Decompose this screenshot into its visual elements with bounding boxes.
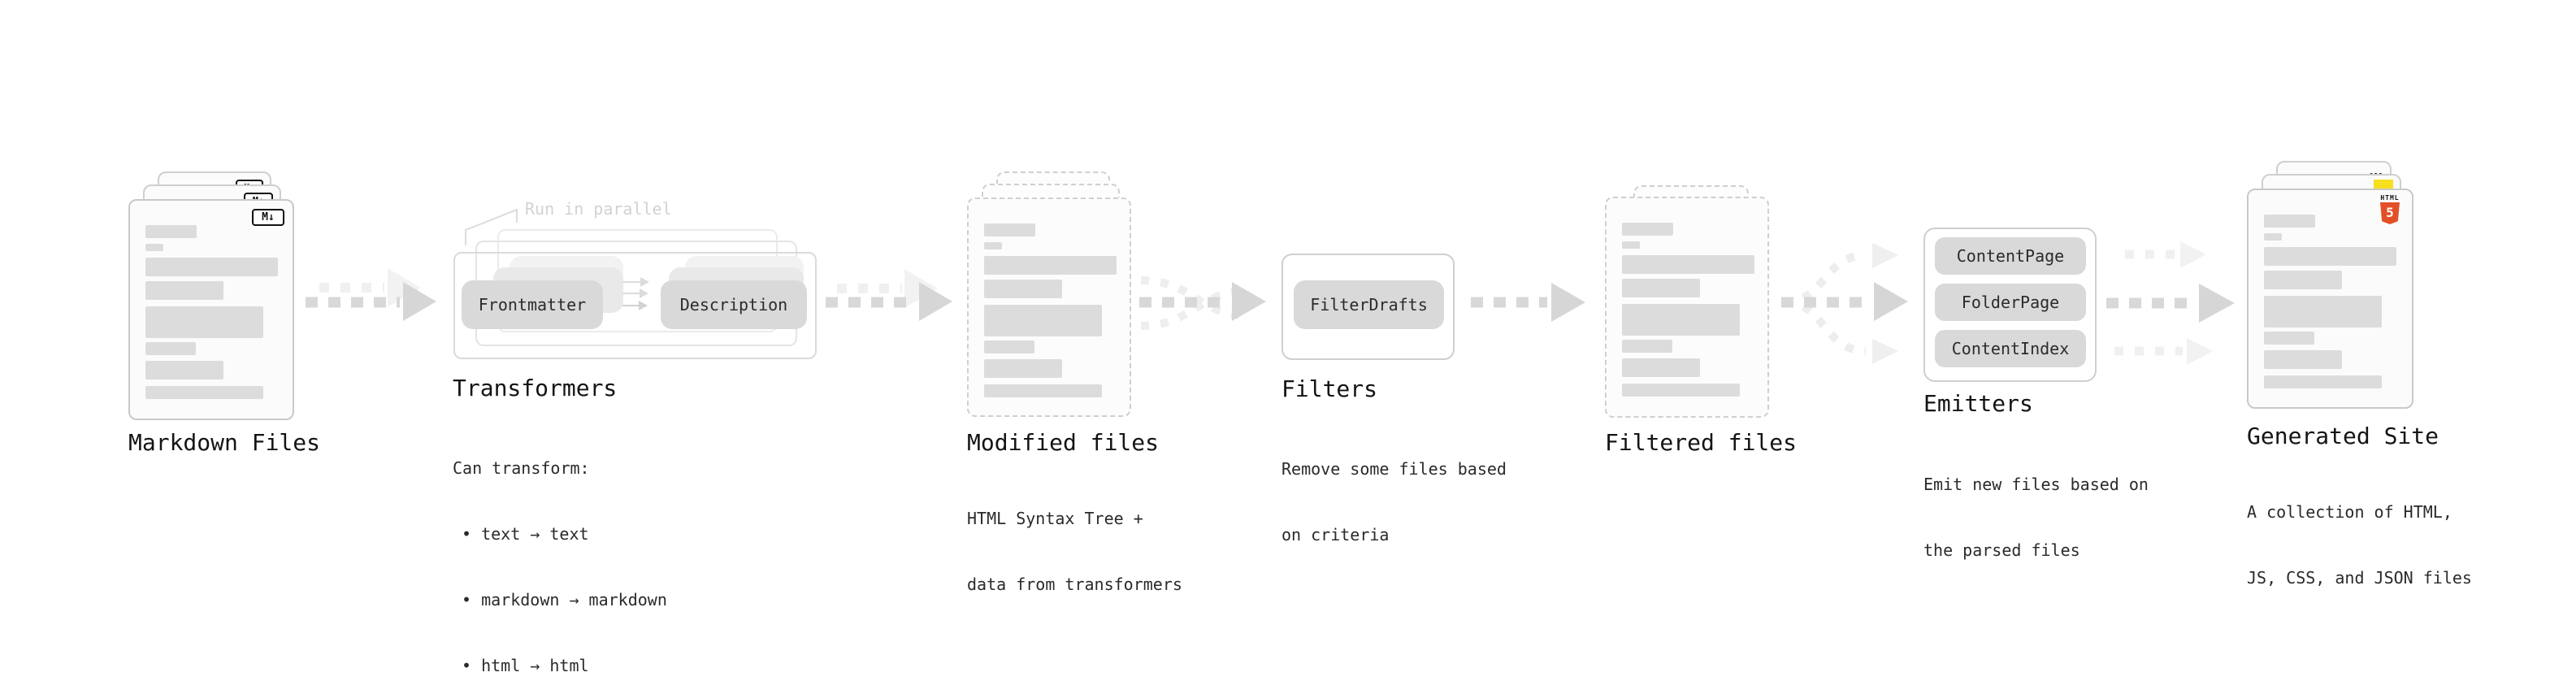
contentpage-pill: ContentPage <box>1935 237 2086 275</box>
html5-badge-text: HTML <box>2380 194 2400 202</box>
doc-text-placeholder-bar <box>2264 233 2282 241</box>
transformers-desc-line: Can transform: <box>453 458 590 478</box>
filters-desc-line: Remove some files based <box>1281 459 1507 479</box>
doc-text-placeholder-bar <box>2264 247 2396 266</box>
arrow-filters-to-filtered <box>1471 283 1585 322</box>
doc-text-placeholder-bar <box>984 305 1102 336</box>
markdown-files-label: Markdown Files <box>128 429 321 456</box>
doc-text-placeholder-bar <box>1622 340 1672 353</box>
arrow-transformers-to-modified <box>826 269 952 321</box>
description-pill: Description <box>661 280 807 329</box>
folderpage-pill: FolderPage <box>1935 284 2086 321</box>
doc-text-placeholder-bar <box>145 386 263 399</box>
filters-description: Remove some files based on criteria <box>1281 414 1507 590</box>
doc-text-placeholder-bar <box>2264 375 2382 388</box>
doc-text-placeholder-bar <box>984 223 1035 236</box>
generated-site-label: Generated Site <box>2247 423 2439 449</box>
modified-desc-line: HTML Syntax Tree + <box>967 509 1143 528</box>
emitters-description: Emit new files based on the parsed files <box>1923 430 2149 605</box>
filtered-files-label: Filtered files <box>1605 429 1798 456</box>
modified-file-card <box>967 197 1131 417</box>
arrow-emitters-to-generated <box>2106 241 2235 365</box>
transformers-label: Transformers <box>453 375 618 401</box>
doc-text-placeholder-bar <box>145 361 223 380</box>
doc-text-placeholder-bar <box>2264 215 2315 228</box>
doc-text-placeholder-bar <box>984 384 1102 397</box>
doc-text-placeholder-bar <box>1622 223 1673 236</box>
doc-text-placeholder-bar <box>1622 279 1700 297</box>
markdown-file-card: M↓ <box>128 199 294 420</box>
transformers-desc-line: • markdown → markdown <box>462 590 667 609</box>
doc-text-placeholder-bar <box>1622 255 1754 274</box>
doc-text-placeholder-bar <box>145 258 278 276</box>
doc-text-placeholder-bar <box>1622 304 1740 336</box>
doc-text-placeholder-bar <box>2264 332 2314 345</box>
doc-text-placeholder-bar <box>2264 296 2382 327</box>
doc-text-placeholder-bar <box>145 306 263 338</box>
generated-desc-line: A collection of HTML, <box>2247 502 2452 522</box>
filterdrafts-pill: FilterDrafts <box>1294 280 1444 329</box>
javascript-icon <box>2374 180 2393 189</box>
filters-desc-line: on criteria <box>1281 525 1390 544</box>
doc-text-placeholder-bar <box>2264 271 2342 289</box>
html5-icon: HTML 5 <box>2378 194 2402 224</box>
generated-site-card: HTML 5 <box>2247 189 2413 409</box>
filters-label: Filters <box>1281 375 1378 402</box>
doc-text-placeholder-bar <box>1622 358 1700 377</box>
contentindex-pill: ContentIndex <box>1935 330 2086 367</box>
modified-desc-line: data from transformers <box>967 575 1182 594</box>
markdown-icon: M↓ <box>252 209 284 226</box>
arrow-filtered-to-emitters <box>1781 243 1908 364</box>
emitters-desc-line: Emit new files based on <box>1923 475 2149 494</box>
transformers-desc-line: • html → html <box>462 656 589 675</box>
doc-text-placeholder-bar <box>1622 384 1740 397</box>
modified-files-description: HTML Syntax Tree + data from transformer… <box>967 464 1182 640</box>
doc-text-placeholder-bar <box>984 256 1117 275</box>
modified-files-label: Modified files <box>967 429 1160 456</box>
generated-site-description: A collection of HTML, JS, CSS, and JSON … <box>2247 458 2472 633</box>
emitters-label: Emitters <box>1923 390 2033 417</box>
emitters-desc-line: the parsed files <box>1923 540 2080 560</box>
doc-text-placeholder-bar <box>984 280 1062 298</box>
doc-text-placeholder-bar <box>2264 350 2342 369</box>
run-in-parallel-annotation: Run in parallel <box>525 199 672 219</box>
doc-text-placeholder-bar <box>145 244 163 251</box>
arrow-markdown-to-transformers <box>306 268 436 321</box>
doc-text-placeholder-bar <box>984 359 1062 378</box>
doc-text-placeholder-bar <box>984 340 1034 354</box>
transformers-desc-line: • text → text <box>462 524 589 544</box>
frontmatter-pill: Frontmatter <box>462 280 603 329</box>
filtered-file-card <box>1605 197 1769 418</box>
doc-text-placeholder-bar <box>145 281 223 300</box>
html5-shield: 5 <box>2380 202 2400 224</box>
doc-text-placeholder-bar <box>1622 241 1640 249</box>
generated-desc-line: JS, CSS, and JSON files <box>2247 568 2472 588</box>
transformers-box <box>453 252 817 359</box>
transformers-description: Can transform: • text → text • markdown … <box>453 414 667 681</box>
doc-text-placeholder-bar <box>984 242 1002 249</box>
doc-text-placeholder-bar <box>145 225 197 238</box>
arrow-modified-to-filters <box>1139 276 1266 330</box>
doc-text-placeholder-bar <box>145 342 196 355</box>
